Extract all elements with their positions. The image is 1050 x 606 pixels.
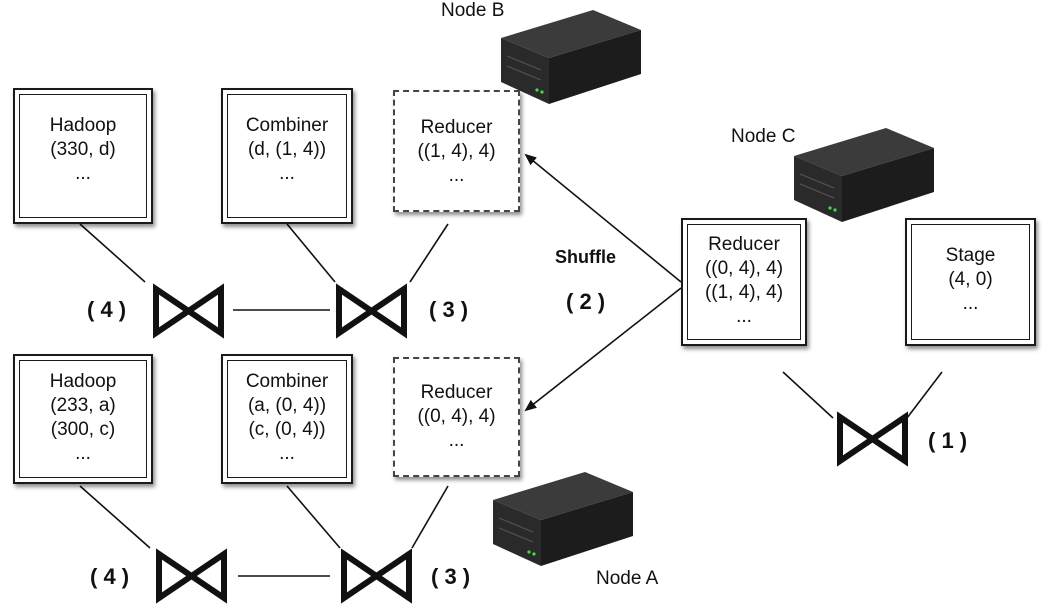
reducer-box-middle: Reducer ((0, 4), 4) ((1, 4), 4) ... [681, 218, 807, 346]
box-line: ... [736, 306, 752, 327]
step-4-bottom-label: ( 4 ) [90, 564, 130, 589]
connector-bottom-hadoop-to-join [79, 485, 151, 549]
box-line: ... [962, 293, 979, 314]
join-icon-top-left [153, 283, 224, 339]
step-3-top-label: ( 3 ) [429, 297, 469, 322]
box-line: ... [448, 430, 465, 451]
hadoop-box-bottom: Hadoop (233, a) (300, c) ... [13, 354, 153, 484]
box-line: ((1, 4), 4) [704, 282, 784, 303]
connector-bottom-combiner-to-join [286, 485, 341, 549]
box-line: ((0, 4), 4) [417, 406, 496, 427]
box-title: Combiner [245, 115, 329, 136]
connector-lines [79, 223, 943, 577]
connector-top-reducer-to-join [409, 223, 449, 283]
join-icon-top-right [336, 283, 407, 339]
box-title: Reducer [708, 234, 780, 255]
shuffle-arrow-down [524, 287, 682, 412]
box-line: (a, (0, 4)) [247, 395, 327, 416]
step-4-top-label: ( 4 ) [87, 297, 127, 322]
box-line: ... [448, 165, 465, 186]
shuffle-label: Shuffle [555, 247, 616, 267]
box-title: Hadoop [49, 115, 117, 136]
node-a-label: Node A [596, 568, 659, 589]
step-3-bottom-label: ( 3 ) [431, 564, 471, 589]
box-title: Hadoop [49, 371, 117, 392]
box-line: ... [279, 163, 295, 184]
box-line: (4, 0) [948, 269, 993, 290]
box-line: (233, a) [50, 395, 116, 416]
hadoop-box-top: Hadoop (330, d) ... [13, 88, 153, 224]
server-icon-node-c [794, 128, 934, 222]
box-line: (c, (0, 4)) [248, 419, 326, 440]
box-title: Reducer [420, 117, 493, 138]
combiner-box-bottom: Combiner (a, (0, 4)) (c, (0, 4)) ... [221, 354, 353, 484]
connector-mid-reducer-to-join [782, 371, 834, 419]
connector-top-hadoop-to-join [79, 223, 146, 283]
stage-box: Stage (4, 0) ... [905, 218, 1036, 346]
node-c-label: Node C [731, 126, 796, 147]
server-icon-node-b [501, 10, 641, 104]
node-b-label: Node B [441, 0, 505, 21]
combiner-box-top: Combiner (d, (1, 4)) ... [221, 88, 353, 224]
box-line: (d, (1, 4)) [247, 139, 327, 160]
server-icon-node-a [493, 472, 633, 566]
connector-bottom-reducer-to-join [411, 485, 449, 549]
box-title: Stage [945, 245, 996, 266]
join-icon-bottom-left [156, 548, 227, 604]
connector-stage-to-join [906, 371, 943, 419]
reducer-box-bottom: Reducer ((0, 4), 4) ... [393, 357, 520, 477]
box-title: Reducer [420, 382, 493, 403]
join-icon-right [837, 411, 908, 467]
box-title: Combiner [245, 371, 329, 392]
step-1-label: ( 1 ) [928, 428, 968, 453]
shuffle-arrow-up [524, 153, 682, 283]
step-2-label: ( 2 ) [566, 289, 606, 314]
box-line: ((1, 4), 4) [417, 141, 496, 162]
box-line: ... [75, 443, 91, 464]
box-line: ... [75, 163, 91, 184]
join-icon-bottom-right [341, 548, 412, 604]
box-line: (300, c) [50, 419, 116, 440]
connector-top-combiner-to-join [286, 223, 336, 283]
reducer-box-top: Reducer ((1, 4), 4) ... [393, 90, 520, 212]
box-line: (330, d) [50, 139, 116, 160]
box-line: ... [279, 443, 295, 464]
box-line: ((0, 4), 4) [704, 258, 784, 279]
